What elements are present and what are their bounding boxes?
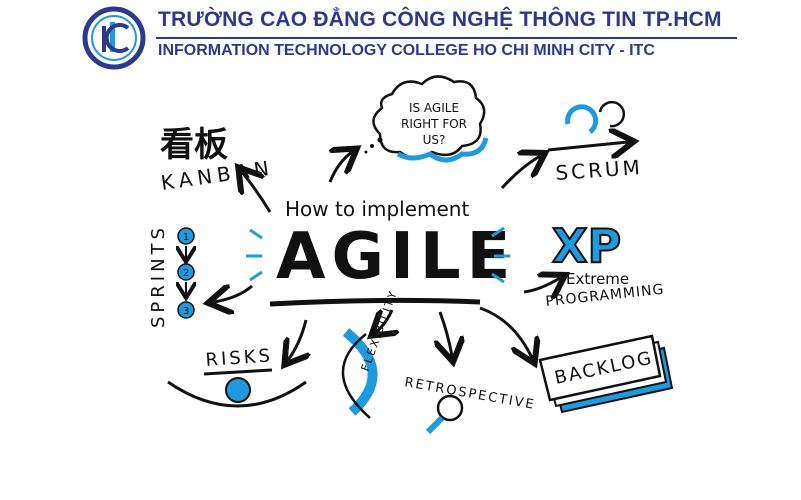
sprints-label: SPRINTS	[148, 224, 169, 328]
arrow-to-scrum	[500, 156, 540, 190]
backlog-stack-icon	[538, 334, 674, 414]
subtitle-text: How to implement	[285, 197, 469, 221]
sprint-step-3: 3	[183, 306, 189, 317]
scrum-loop-icon	[547, 100, 628, 150]
retrospective-label: RETROSPECTIVE	[403, 375, 536, 413]
question-line-1: IS AGILE	[409, 101, 459, 115]
risks-plank	[203, 368, 273, 376]
college-name-english: INFORMATION TECHNOLOGY COLLEGE HO CHI MI…	[158, 42, 655, 59]
sprint-steps: 1 2 3	[178, 227, 194, 319]
arrow-to-backlog	[479, 306, 532, 358]
arrow-to-risks	[288, 319, 306, 360]
xp-subtitle-1: Extreme	[566, 270, 629, 288]
xp-label: XP	[552, 219, 621, 273]
arrow-to-kanban	[242, 172, 272, 213]
agile-title: AGILE	[276, 220, 516, 294]
header-divider	[156, 37, 737, 39]
title-underline	[269, 297, 481, 307]
scrum-label: SCRUM	[555, 155, 644, 185]
spark-lines-icon	[246, 226, 510, 284]
arrow-to-retrospective	[440, 311, 452, 356]
risks-ball-icon	[225, 377, 251, 403]
magnifier-icon	[425, 394, 464, 435]
arrow-to-sprints	[214, 286, 253, 302]
college-logo-icon	[82, 6, 146, 70]
question-cloud: IS AGILE RIGHT FOR US?	[364, 75, 489, 163]
sprint-step-2: 2	[183, 268, 189, 279]
arrow-to-xp	[523, 278, 560, 292]
arrow-to-question	[328, 152, 352, 183]
sprint-step-1: 1	[183, 232, 189, 243]
arrow-to-flexibility	[376, 310, 392, 332]
header: TRƯỜNG CAO ĐẲNG CÔNG NGHỆ THÔNG TIN TP.H…	[0, 0, 801, 70]
risks-label: RISKS	[205, 345, 274, 371]
kanban-kanji: 看板	[160, 125, 228, 165]
question-line-2: RIGHT FOR	[401, 117, 467, 131]
flexibility-ribbon-icon	[341, 328, 378, 419]
college-name-vietnamese: TRƯỜNG CAO ĐẲNG CÔNG NGHỆ THÔNG TIN TP.H…	[158, 8, 722, 31]
agile-sketch-illustration: How to implement AGILE IS AGILE RIGHT FO…	[148, 75, 674, 435]
risks-bowl	[167, 380, 307, 408]
question-line-3: US?	[423, 133, 446, 147]
